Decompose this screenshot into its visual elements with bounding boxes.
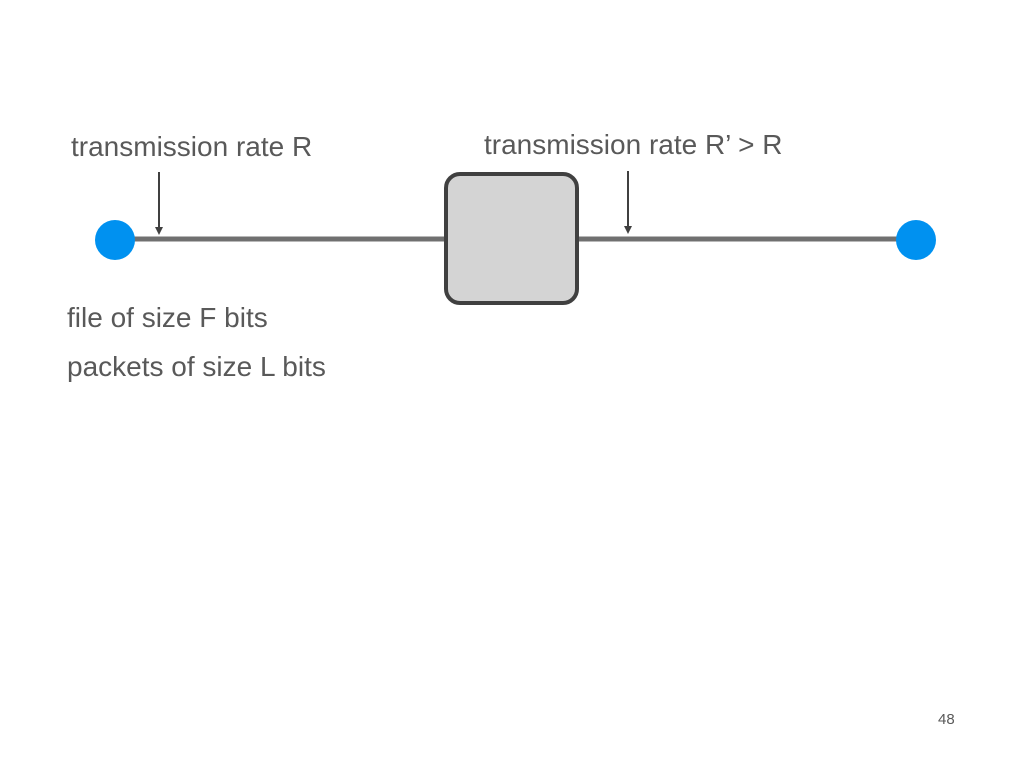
file-size-label: file of size F bits bbox=[67, 302, 268, 333]
arrow-right-link bbox=[624, 171, 632, 234]
link-right-rate-label: transmission rate R’ > R bbox=[484, 129, 783, 160]
source-host-node bbox=[95, 220, 135, 260]
destination-host-node bbox=[896, 220, 936, 260]
page-number: 48 bbox=[938, 711, 955, 728]
link-left-rate-label: transmission rate R bbox=[71, 131, 313, 162]
arrow-left-link bbox=[155, 172, 163, 235]
router-box bbox=[444, 172, 579, 305]
packet-size-label: packets of size L bits bbox=[67, 351, 326, 382]
